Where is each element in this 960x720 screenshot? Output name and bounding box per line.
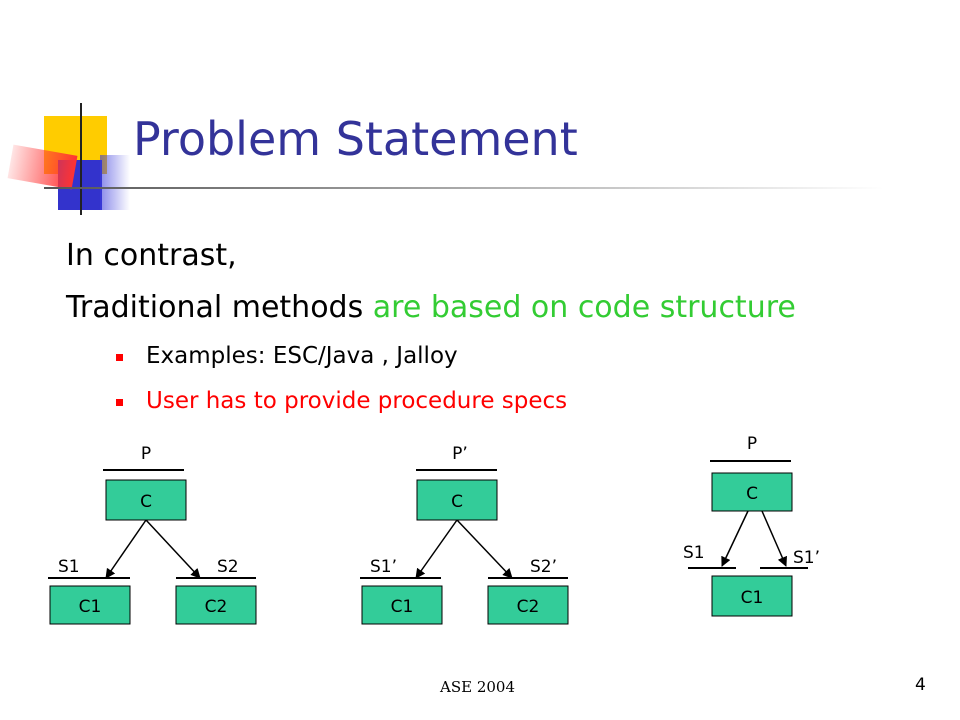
bullet-examples-text: Examples: ESC/Java , Jalloy [146, 343, 458, 369]
body-line-contrast: In contrast, [66, 238, 237, 273]
ornament-vertical-line [80, 103, 82, 215]
code-structure-text: are based on code structure [372, 290, 796, 325]
bullet-user-specs-text: User has to provide procedure specs [146, 388, 568, 414]
diagram-1-root-label: C [140, 492, 152, 512]
diagram-2-left-arrow [415, 519, 458, 579]
diagram-1-right-child-node [175, 585, 257, 625]
footer-text: ASE 2004 [440, 678, 515, 696]
diagram-1-top-label: P [141, 444, 151, 464]
diagram-1-right-label: S2 [217, 557, 239, 577]
page-number: 4 [915, 675, 926, 695]
bullet-square-icon [116, 399, 123, 406]
diagram-3-left-arrow [721, 510, 749, 567]
slide-title: Problem Statement [133, 112, 578, 166]
diagram-1-right-arrow [145, 519, 201, 579]
traditional-methods-text: Traditional methods [66, 290, 373, 325]
diagram-1-left-label: S1 [58, 557, 80, 577]
diagram-2-left-child-node [361, 585, 443, 625]
diagram-2-root-label: C [451, 492, 463, 512]
bullet-square-icon [116, 354, 123, 361]
diagram-3: P C S1 S1’ C1 [683, 434, 820, 617]
diagram-1-left-child-label: C1 [79, 597, 102, 617]
diagram-1-root-node [105, 479, 187, 521]
diagram-1-left-arrow [105, 519, 147, 579]
diagram-2-left-child-label: C1 [391, 597, 414, 617]
diagram-2: P’ C S1’ S2’ C1 C2 [360, 444, 569, 625]
diagram-1: P C S1 S2 C1 C2 [48, 444, 257, 625]
diagram-3-root-node [711, 472, 793, 512]
diagram-1-right-child-label: C2 [205, 597, 228, 617]
body-line-traditional: Traditional methods are based on code st… [66, 290, 796, 325]
diagram-2-root-node [416, 479, 498, 521]
title-underline [44, 187, 884, 189]
diagram-2-right-label: S2’ [530, 557, 557, 577]
corner-ornament [0, 100, 140, 220]
diagram-3-right-arrow [761, 510, 787, 567]
diagram-2-right-child-node [487, 585, 569, 625]
diagram-3-top-label: P [747, 434, 757, 454]
diagram-1-left-child-node [49, 585, 131, 625]
diagram-3-left-label: S1 [683, 543, 705, 563]
diagram-3-right-label: S1’ [793, 548, 820, 568]
diagram-2-top-label: P’ [452, 444, 468, 464]
diagram-2-right-arrow [456, 519, 513, 579]
diagram-3-root-label: C [746, 484, 758, 504]
diagram-3-child-node [711, 575, 793, 617]
diagram-3-child-label: C1 [741, 588, 764, 608]
diagram-2-right-child-label: C2 [517, 597, 540, 617]
ornament-blue-glow [100, 155, 130, 210]
diagram-2-left-label: S1’ [370, 557, 397, 577]
